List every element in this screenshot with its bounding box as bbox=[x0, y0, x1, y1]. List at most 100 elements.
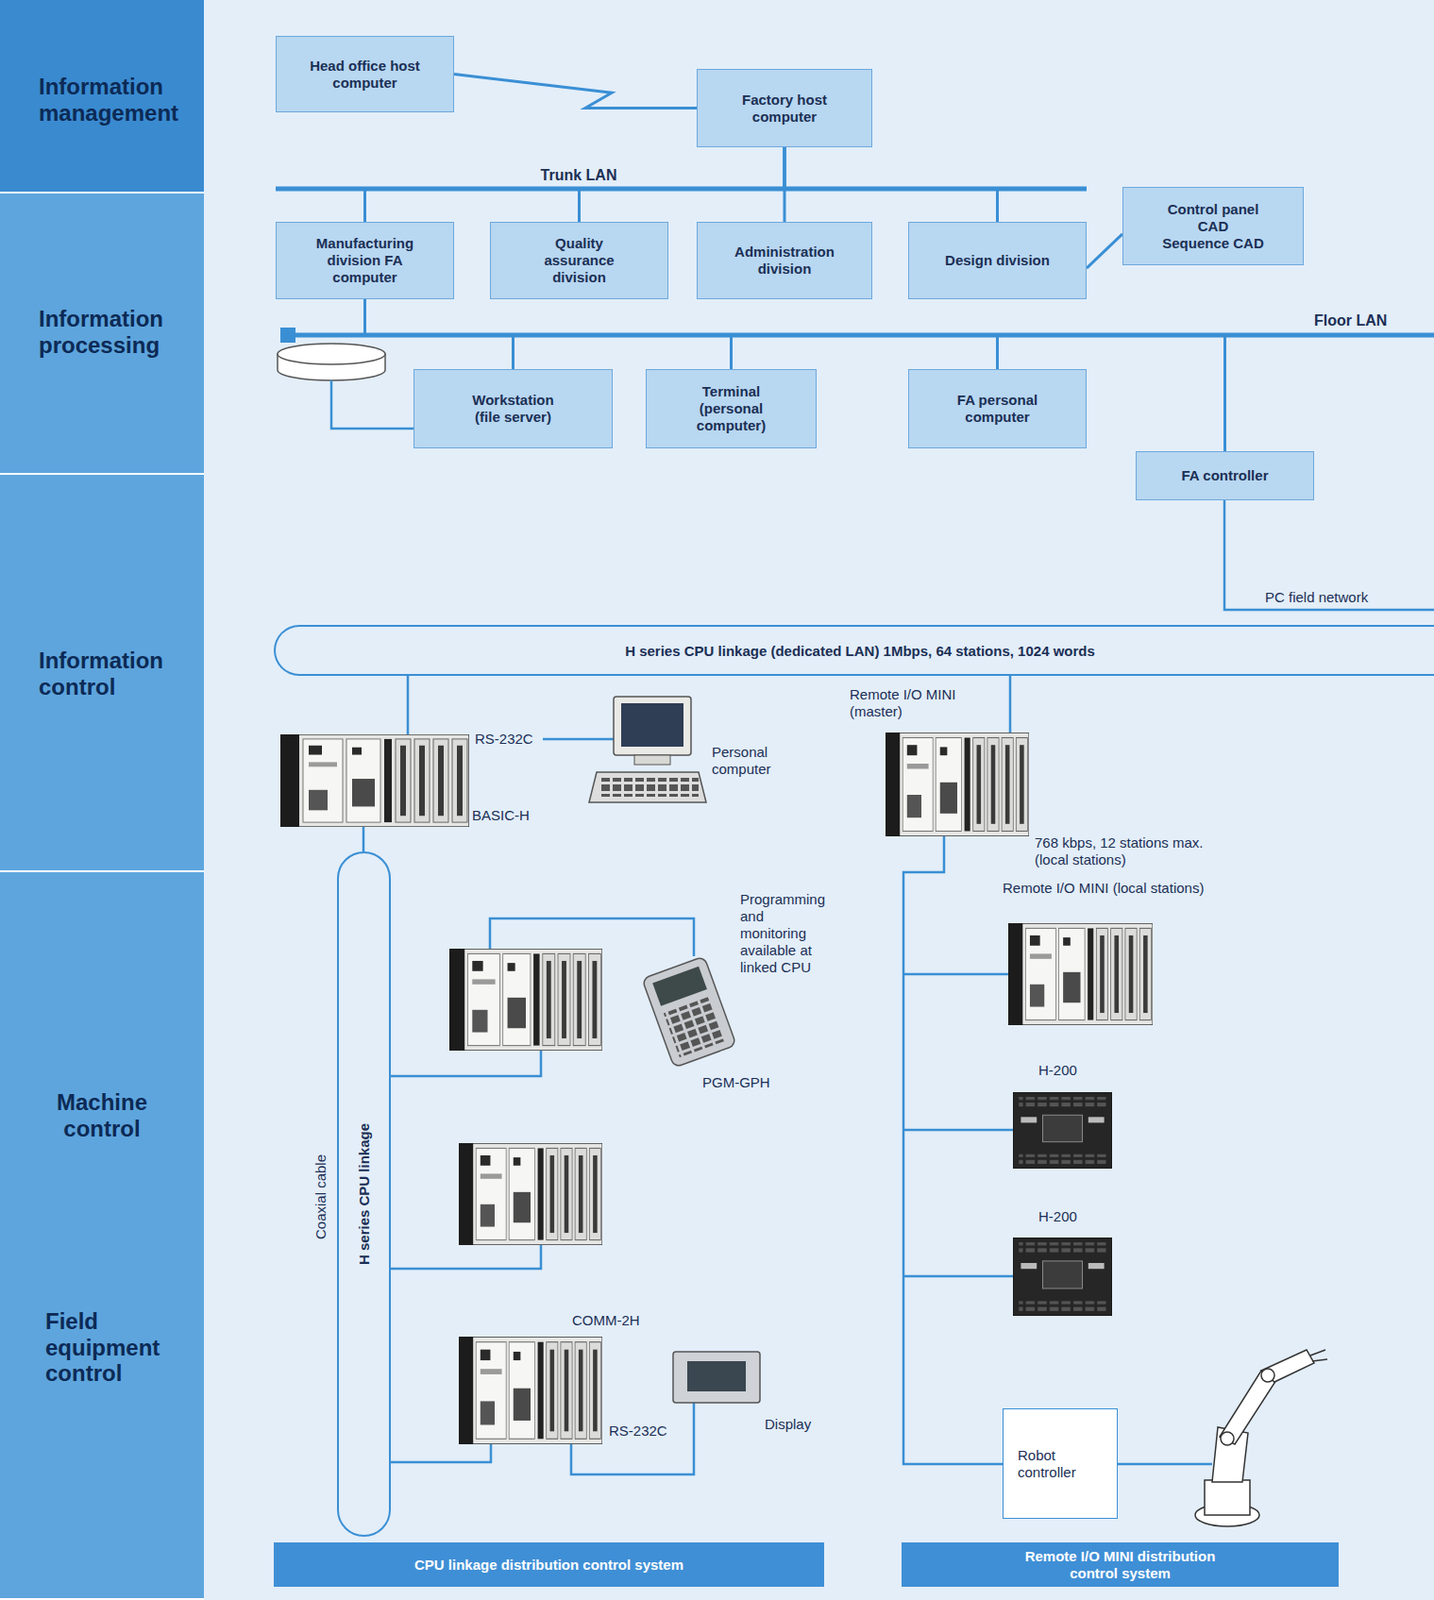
programmer-icon bbox=[641, 956, 737, 1068]
box-label: Head office host computer bbox=[303, 57, 427, 92]
robot-pedestal bbox=[1204, 1480, 1250, 1516]
band-label: Information management bbox=[38, 73, 190, 126]
computer-box: Workstation (file server) bbox=[413, 369, 613, 449]
robot-cable bbox=[1117, 1463, 1213, 1467]
monitor bbox=[613, 696, 692, 756]
coax-stub bbox=[390, 1245, 541, 1269]
plc-unit bbox=[458, 1336, 603, 1445]
connector-group bbox=[365, 74, 1226, 453]
coax-stub bbox=[390, 1444, 491, 1463]
keyboard bbox=[589, 772, 707, 803]
robot-joint bbox=[1220, 1432, 1234, 1446]
box-label: FA controller bbox=[1181, 467, 1269, 485]
h200-unit bbox=[1012, 1092, 1113, 1169]
network-name: Floor LAN bbox=[1314, 311, 1387, 330]
remote-io-stub bbox=[903, 973, 1009, 977]
computer-box: FA personal computer bbox=[908, 369, 1087, 449]
network-link bbox=[579, 147, 786, 222]
network-link bbox=[365, 147, 786, 222]
programmer-screen bbox=[652, 966, 708, 1007]
computer-box: Factory host computer bbox=[696, 68, 873, 148]
disk-top bbox=[277, 343, 386, 365]
tier-band: Information control bbox=[0, 474, 204, 873]
division-box: Quality assurance division bbox=[489, 221, 669, 300]
division-box: Design division bbox=[908, 221, 1087, 300]
box-label: Sequence CAD bbox=[1162, 235, 1265, 253]
display-icon bbox=[673, 1351, 760, 1403]
coax-stub bbox=[390, 1050, 541, 1077]
cable-name: Coaxial cable bbox=[312, 1154, 330, 1240]
programmer-keys bbox=[663, 996, 726, 1059]
controller-box: Robot controller bbox=[1002, 1408, 1118, 1519]
box-label: FA personal computer bbox=[945, 391, 1050, 426]
note: Programming and monitoring available at … bbox=[740, 891, 830, 977]
network-link bbox=[365, 299, 1226, 452]
cpu-linkage-loop: H series CPU linkage (dedicated LAN) 1Mb… bbox=[273, 624, 1434, 676]
system-bar: Remote I/O MINI distribution control sys… bbox=[901, 1542, 1339, 1587]
disk-cable bbox=[331, 380, 414, 429]
plc-unit bbox=[885, 732, 1030, 837]
display-body bbox=[673, 1351, 760, 1403]
remote-io-stub bbox=[903, 1129, 1013, 1132]
box-label: Terminal (personal computer) bbox=[689, 383, 775, 435]
bar-label: Remote I/O MINI distribution control sys… bbox=[1007, 1548, 1234, 1582]
remote-io-line bbox=[903, 836, 1003, 1465]
box-label: Control panel CAD bbox=[1156, 201, 1270, 236]
robot-body bbox=[1212, 1427, 1249, 1483]
robot-joint bbox=[1261, 1368, 1275, 1383]
network-link bbox=[454, 74, 697, 109]
box-label: Quality assurance division bbox=[534, 235, 625, 287]
spec-note: 768 kbps, 12 stations max. (local statio… bbox=[1034, 834, 1224, 869]
robot-arm bbox=[1195, 1349, 1328, 1527]
box-label: Factory host computer bbox=[727, 91, 842, 126]
interface-name: RS-232C bbox=[608, 1422, 668, 1440]
programmer-body bbox=[641, 956, 737, 1068]
personal-computer-icon bbox=[589, 696, 707, 803]
display-screen bbox=[687, 1361, 746, 1392]
system-bar: CPU linkage distribution control system bbox=[273, 1542, 825, 1587]
keyboard-keys bbox=[600, 777, 699, 797]
plc-unit bbox=[280, 734, 470, 827]
unit-name: Remote I/O MINI (local stations) bbox=[1002, 879, 1204, 897]
box-label: Manufacturing division FA computer bbox=[303, 235, 427, 287]
controller-box: FA controller bbox=[1135, 451, 1315, 501]
bar-label: CPU linkage distribution control system bbox=[414, 1556, 684, 1573]
division-box: Manufacturing division FA computer bbox=[275, 221, 455, 300]
loop-label: H series CPU linkage (dedicated LAN) 1Mb… bbox=[624, 642, 1096, 659]
remote-io-stub bbox=[903, 1275, 1013, 1279]
field-network-line bbox=[1224, 500, 1434, 610]
unit-name: COMM-2H bbox=[572, 1312, 641, 1330]
tier-band: Information management bbox=[0, 0, 204, 194]
interface-name: RS-232C bbox=[474, 730, 534, 748]
unit-name: Remote I/O MINI (master) bbox=[849, 686, 982, 721]
computer-box: Head office host computer bbox=[275, 35, 455, 113]
linkage-drop bbox=[1009, 675, 1013, 733]
band-label: Field equipment control bbox=[45, 1308, 187, 1387]
cad-box: Control panel CADSequence CAD bbox=[1122, 186, 1304, 266]
linkage-drop bbox=[406, 675, 410, 735]
band-label: Information control bbox=[38, 647, 190, 700]
robot-upper-arm bbox=[1261, 1349, 1315, 1383]
coax-drop bbox=[362, 826, 366, 852]
box-label: Design division bbox=[944, 252, 1050, 270]
tier-band: Machine controlField equipment control bbox=[0, 872, 204, 1600]
network-name: Trunk LAN bbox=[540, 166, 618, 185]
h200-unit bbox=[1012, 1237, 1113, 1316]
robot-gripper bbox=[1310, 1349, 1328, 1362]
network-name: PC field network bbox=[1265, 589, 1368, 607]
loop-label: H series CPU linkage bbox=[355, 1123, 372, 1266]
box-label: Administration division bbox=[718, 243, 851, 278]
device-name: Personal computer bbox=[711, 743, 807, 778]
device-name: Display bbox=[764, 1416, 811, 1434]
unit-name: H-200 bbox=[1038, 1208, 1078, 1226]
bus-terminator bbox=[280, 327, 296, 343]
coaxial-loop: H series CPU linkage bbox=[337, 851, 391, 1537]
plc-unit bbox=[449, 948, 603, 1051]
unit-name: H-200 bbox=[1038, 1062, 1078, 1080]
box-label: Robot controller bbox=[1017, 1447, 1103, 1482]
